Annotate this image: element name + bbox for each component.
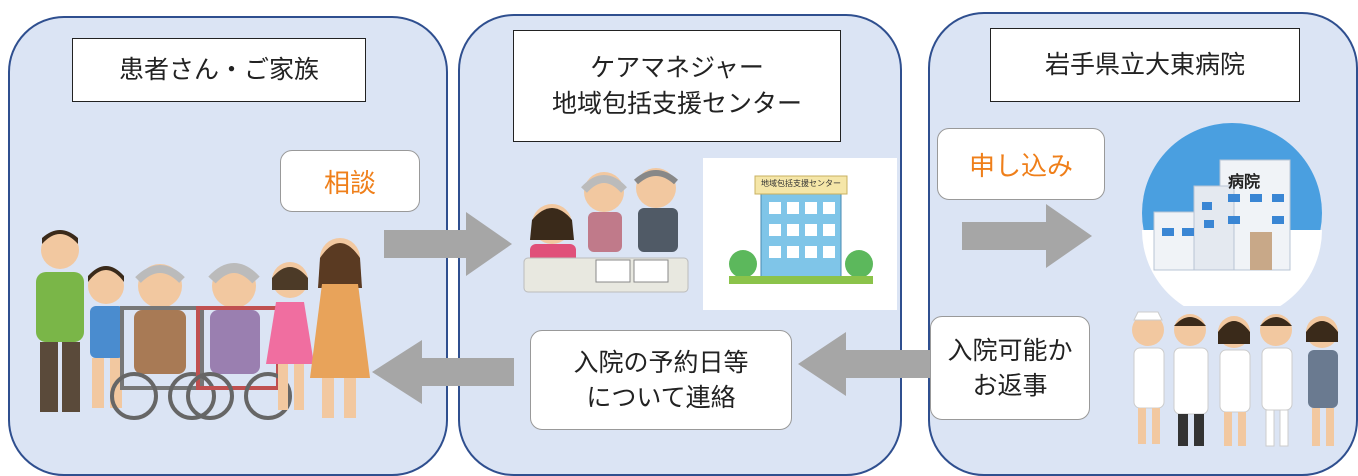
apply-label: 申し込み xyxy=(937,128,1105,200)
consultation-illustration xyxy=(523,168,689,293)
center-sign-text: 地域包括支援センター xyxy=(761,179,841,188)
notify-label: 入院の予約日等 について連絡 xyxy=(530,330,792,430)
patient-family-title: 患者さん・ご家族 xyxy=(72,38,366,102)
consult-label: 相談 xyxy=(280,150,420,212)
community-center-illustration: 地域包括支援センター xyxy=(703,158,897,310)
arrow-left-notify xyxy=(372,340,514,404)
hospital-title: 岩手県立大東病院 xyxy=(990,28,1300,102)
care-manager-title: ケアマネジャー 地域包括支援センター xyxy=(513,30,841,142)
hospital-illustration: 病院 xyxy=(1124,120,1340,320)
reply-label: 入院可能か お返事 xyxy=(930,316,1090,420)
arrow-right-consult xyxy=(384,212,512,276)
arrow-right-apply xyxy=(962,204,1092,268)
family-illustration xyxy=(36,230,370,420)
hospital-sign-text: 病院 xyxy=(1228,172,1261,191)
arrow-left-reply xyxy=(798,332,930,396)
hospital-staff-illustration xyxy=(1132,311,1338,447)
